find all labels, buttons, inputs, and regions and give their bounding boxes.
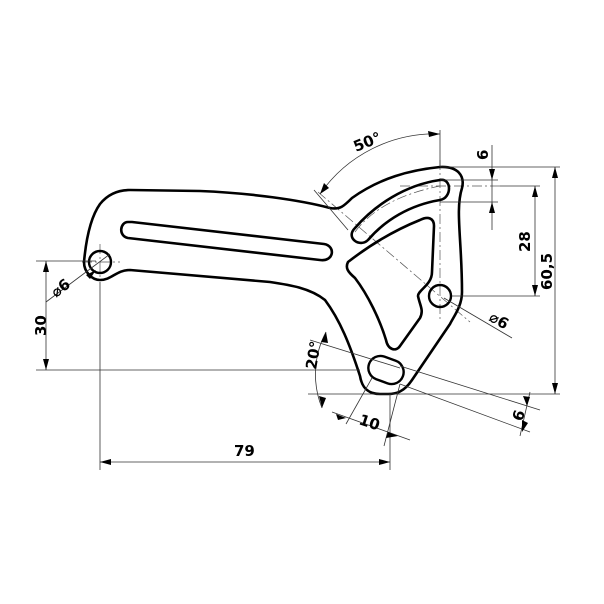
left-height-label: 30 <box>32 315 50 336</box>
arrowheads <box>43 131 558 465</box>
slot-length-bottom-label: 10 <box>357 411 382 435</box>
angle-bottom-label: 20° <box>302 340 325 371</box>
overall-width-label: 79 <box>234 442 255 460</box>
long-slot <box>119 220 334 262</box>
curved-slot <box>350 178 451 245</box>
slot-width-top-label: 6 <box>474 150 492 160</box>
bracket-outline <box>82 165 464 396</box>
hole-right <box>427 283 453 309</box>
bracket-part <box>82 165 464 396</box>
dimension-lines <box>36 130 560 470</box>
hole-left-diameter-label: ⌀6 <box>47 275 73 301</box>
angle-top-label: 50° <box>351 128 384 155</box>
hole-left <box>87 249 113 275</box>
hole-spacing-label: 28 <box>516 231 534 252</box>
small-slot <box>367 354 405 386</box>
overall-height-label: 60,5 <box>538 253 556 290</box>
hole-right-diameter-label: ⌀6 <box>486 308 512 333</box>
triangular-cutout <box>345 216 436 351</box>
